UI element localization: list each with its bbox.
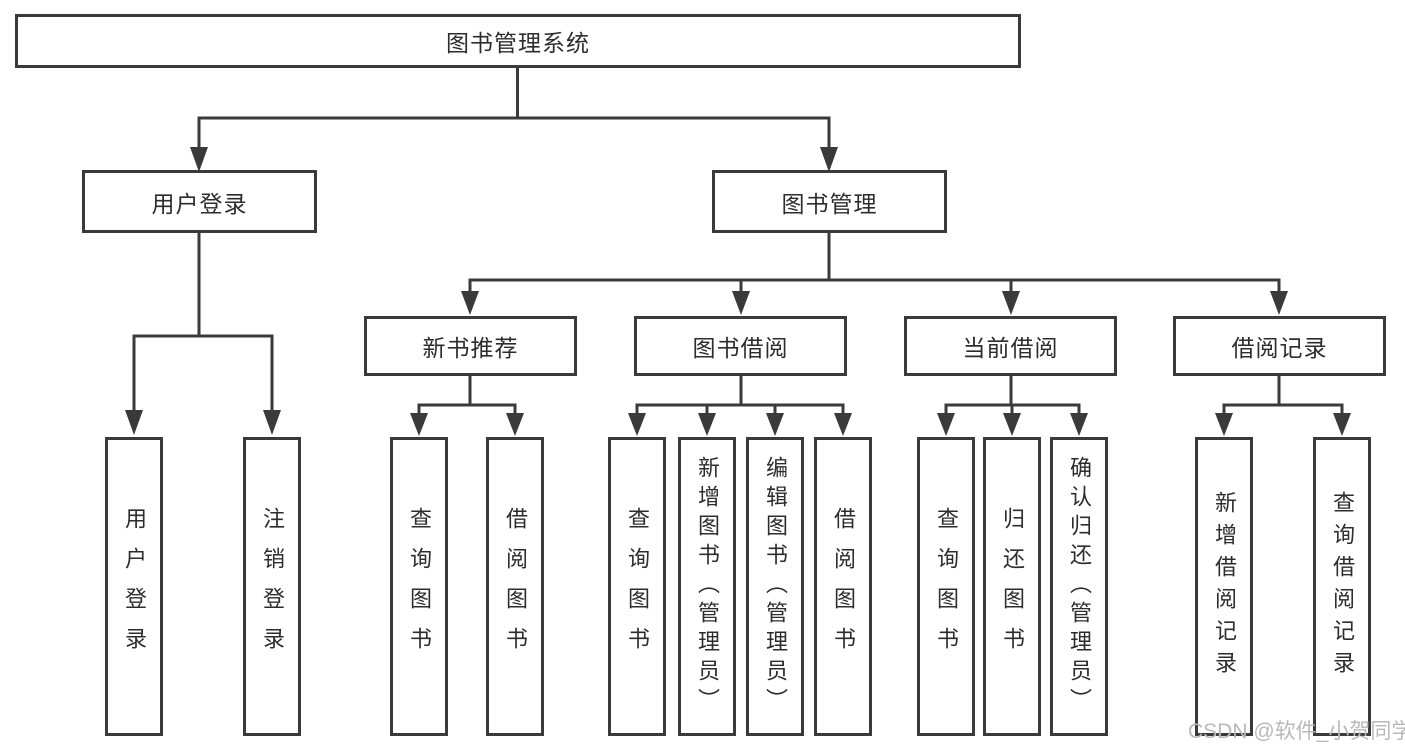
node-root-library-system: 图书管理系统 [15,14,1021,68]
leaf-edit-books-admin-label: 编辑图书（管理员） [763,456,788,717]
node-book-borrowing: 图书借阅 [634,316,847,376]
node-new-book-recommend: 新书推荐 [364,316,577,376]
node-borrowing-records-label: 借阅记录 [1231,335,1328,361]
leaf-query-borrow-record: 查询借阅记录 [1313,437,1371,736]
leaf-add-borrow-record: 新增借阅记录 [1195,437,1253,736]
node-borrowing-records: 借阅记录 [1173,316,1386,376]
csdn-watermark: CSDN @软件_小贺同学 [1188,720,1405,743]
leaf-borrow-books: 借阅图书 [814,437,872,736]
leaf-add-borrow-record-label: 新增借阅记录 [1212,490,1237,683]
leaf-edit-books-admin: 编辑图书（管理员） [746,437,804,736]
leaf-add-books-admin: 新增图书（管理员） [678,437,736,736]
leaf-return-books: 归还图书 [983,437,1041,736]
node-root-label: 图书管理系统 [446,30,590,56]
node-current-borrowing-label: 当前借阅 [962,335,1059,361]
node-user-login-label: 用户登录 [151,190,248,217]
leaf-borrow-books-recommend: 借阅图书 [486,437,544,736]
leaf-query-books-current-label: 查询图书 [934,506,959,667]
leaf-logout: 注销登录 [243,437,301,736]
node-user-login: 用户登录 [82,170,317,233]
leaf-query-books-recommend-label: 查询图书 [407,506,432,667]
leaf-add-books-admin-label: 新增图书（管理员） [695,456,720,717]
node-new-book-recommend-label: 新书推荐 [422,335,519,361]
leaf-logout-label: 注销登录 [260,506,285,667]
node-book-management-label: 图书管理 [781,190,878,217]
node-book-borrowing-label: 图书借阅 [692,335,789,361]
leaf-query-books-current: 查询图书 [917,437,975,736]
leaf-return-books-label: 归还图书 [1000,506,1025,667]
leaf-query-books-borrowing: 查询图书 [608,437,666,736]
leaf-user-login: 用户登录 [105,437,163,736]
leaf-query-books-recommend: 查询图书 [390,437,448,736]
node-book-management: 图书管理 [712,170,947,233]
leaf-user-login-label: 用户登录 [122,506,147,667]
leaf-borrow-books-label: 借阅图书 [831,506,856,667]
leaf-query-books-borrowing-label: 查询图书 [625,506,650,667]
leaf-borrow-books-recommend-label: 借阅图书 [503,506,528,667]
node-current-borrowing: 当前借阅 [904,316,1117,376]
leaf-confirm-return-admin: 确认归还（管理员） [1050,437,1108,736]
leaf-confirm-return-admin-label: 确认归还（管理员） [1067,456,1092,717]
leaf-query-borrow-record-label: 查询借阅记录 [1330,490,1355,683]
